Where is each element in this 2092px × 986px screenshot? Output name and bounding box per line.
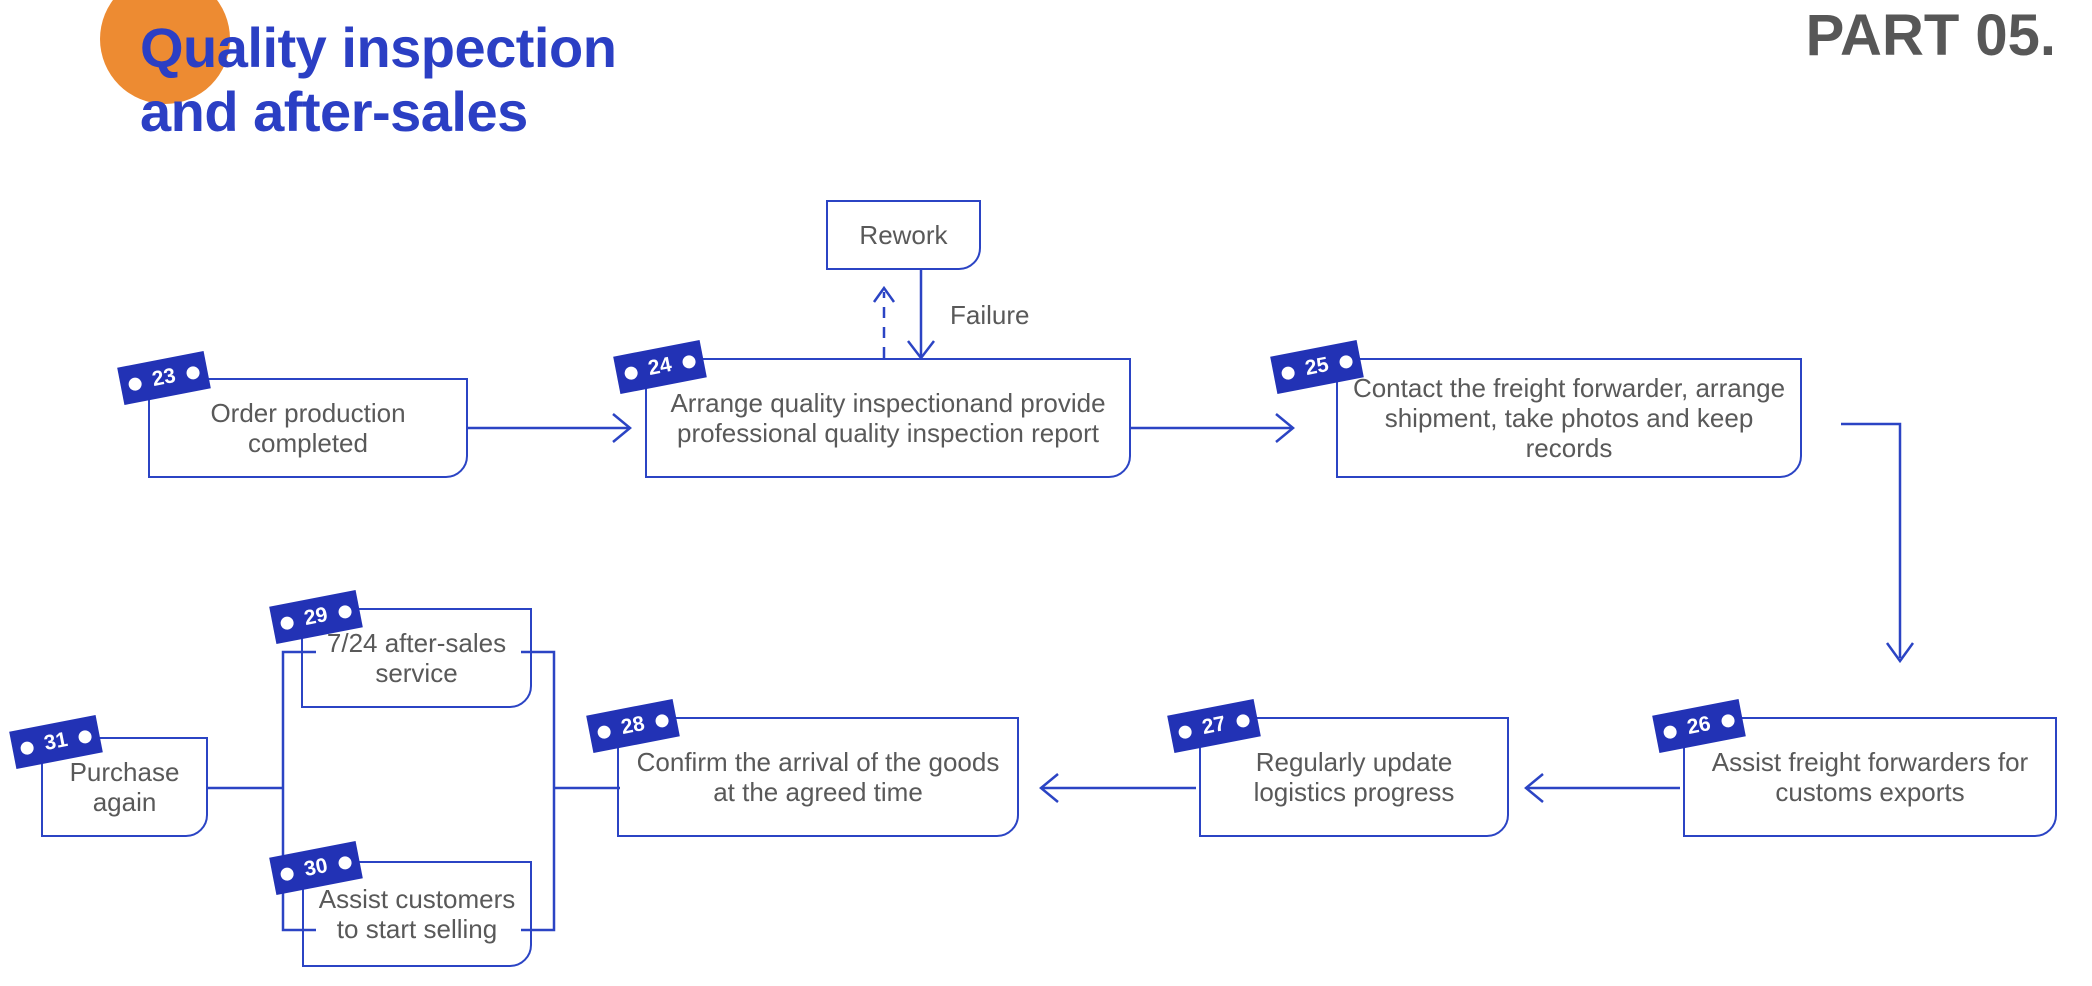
tag-number-24: 24 (646, 352, 674, 381)
page-title-line2: and after-sales (140, 79, 528, 143)
node-box-24[interactable]: Arrange quality inspectionand provide pr… (645, 358, 1131, 478)
tag-dot-left-icon (279, 615, 295, 631)
arrowhead-25-to-26 (1885, 642, 1915, 664)
tag-dot-left-icon (623, 365, 639, 381)
tag-dot-left-icon (127, 376, 143, 392)
tag-dot-right-icon (77, 728, 93, 744)
page-title: Quality inspection and after-sales (140, 16, 617, 144)
tag-dot-left-icon (279, 866, 295, 882)
tag-number-28: 28 (619, 711, 647, 740)
arrowhead-rework-up (872, 285, 896, 303)
node-label-26: Assist freight forwarders for customs ex… (1711, 746, 2029, 807)
tag-number-26: 26 (1685, 711, 1713, 740)
tag-dot-right-icon (654, 712, 670, 728)
connector-25-to-26 (1841, 422, 1902, 658)
tag-dot-right-icon (1338, 353, 1354, 369)
orange-circle-decoration (100, 0, 230, 104)
tag-dot-left-icon (1177, 724, 1193, 740)
node-label-31: Purchase again (69, 756, 180, 817)
tag-number-27: 27 (1200, 711, 1228, 740)
node-label-29: 7/24 after-sales service (326, 627, 507, 688)
tag-number-25: 25 (1303, 352, 1331, 381)
node-box-26[interactable]: Assist freight forwarders for customs ex… (1683, 717, 2057, 837)
page-title-line1: Quality inspection (140, 16, 617, 79)
node-label-28: Confirm the arrival of the goods at the … (636, 746, 1000, 807)
arrowhead-27-to-28 (1039, 773, 1059, 803)
node-label-25: Contact the freight forwarder, arrange s… (1352, 372, 1786, 464)
node-label-rework: Rework (859, 219, 948, 250)
node-label-24: Arrange quality inspectionand provide pr… (670, 387, 1106, 448)
tag-dot-right-icon (681, 353, 697, 369)
node-label-30: Assist customers to start selling (318, 883, 516, 944)
failure-label: Failure (950, 300, 1030, 330)
tag-dot-left-icon (596, 724, 612, 740)
tag-dot-right-icon (1720, 712, 1736, 728)
tag-dot-left-icon (19, 740, 35, 756)
tag-dot-left-icon (1280, 365, 1296, 381)
node-label-23: Order production completed (210, 397, 406, 458)
arrowhead-24-to-25 (1275, 413, 1295, 443)
node-box-rework[interactable]: Rework (826, 200, 981, 270)
tag-number-29: 29 (302, 602, 330, 631)
tag-dot-right-icon (1235, 712, 1251, 728)
node-box-25[interactable]: Contact the freight forwarder, arrange s… (1336, 358, 1802, 478)
node-box-28[interactable]: Confirm the arrival of the goods at the … (617, 717, 1019, 837)
arrowhead-failure-down (907, 340, 935, 361)
tag-number-30: 30 (302, 853, 330, 882)
tag-dot-right-icon (337, 603, 353, 619)
arrowhead-23-to-24 (612, 413, 632, 443)
node-box-23[interactable]: Order production completed (148, 378, 468, 478)
part-label: PART 05. (1805, 3, 2056, 68)
tag-dot-left-icon (1662, 724, 1678, 740)
node-label-27: Regularly update logistics progress (1253, 746, 1455, 807)
tag-dot-right-icon (185, 364, 201, 380)
tag-dot-right-icon (337, 854, 353, 870)
tag-number-31: 31 (42, 727, 70, 756)
arrowhead-26-to-27 (1524, 773, 1544, 803)
tag-number-23: 23 (150, 363, 178, 392)
